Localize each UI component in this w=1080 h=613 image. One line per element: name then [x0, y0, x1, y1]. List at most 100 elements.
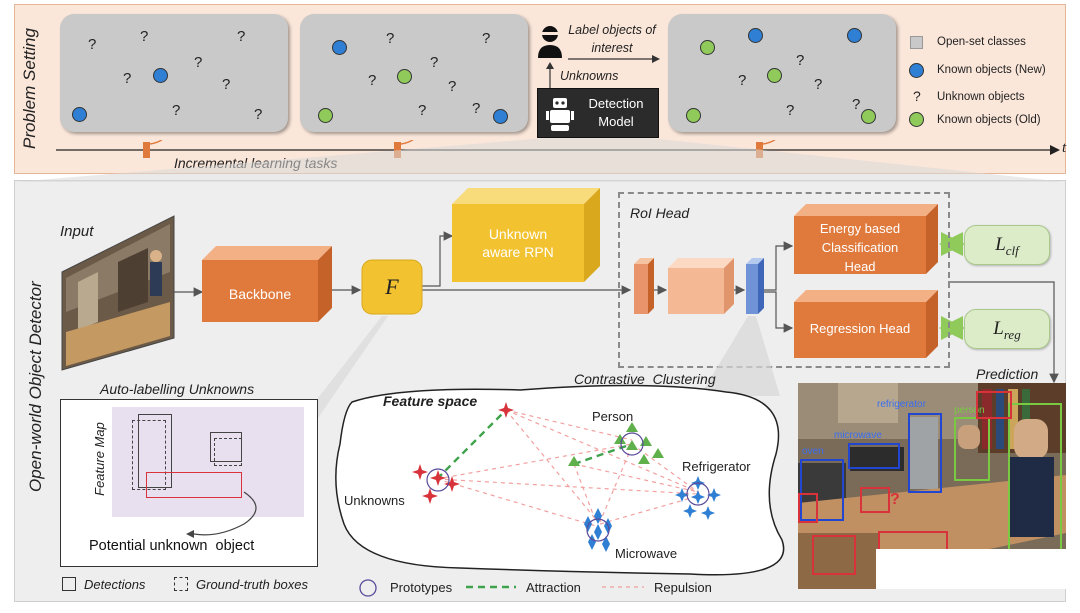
unknown-mark: ?	[254, 106, 263, 123]
roi-layer-1	[634, 258, 654, 314]
clustering-graph	[412, 402, 721, 552]
unknown-mark: ?	[172, 102, 181, 119]
unknown-mark: ?	[88, 36, 97, 53]
known-new-object	[748, 28, 763, 43]
known-old-object	[686, 108, 701, 123]
pred-box-person-1	[954, 417, 990, 481]
detection-box-1	[138, 414, 172, 488]
unknown-mark: ?	[194, 54, 203, 71]
prediction-image: refrigerator microwave oven person ?	[798, 383, 1066, 589]
annotator-icon	[538, 26, 562, 58]
f-box	[361, 259, 423, 315]
unknown-proposal-box	[146, 472, 242, 498]
loss-clf: Lclf	[964, 225, 1050, 265]
pred-box-unknown-3	[812, 535, 856, 575]
regression-head-label: Regression Head	[809, 321, 911, 336]
detections-legend: Detections	[84, 577, 146, 592]
feature-space-label: Feature space	[383, 393, 478, 409]
legend-known-new: Known objects (New)	[937, 64, 1046, 76]
cluster-label-unknowns: Unknowns	[344, 493, 405, 508]
classification-head-box	[794, 204, 938, 274]
auto-label-title: Auto-labelling Unknowns	[100, 381, 255, 397]
robot-icon	[546, 98, 574, 131]
backbone-box	[202, 246, 332, 322]
known-new-object	[72, 107, 87, 122]
attraction-legend-line	[466, 585, 516, 589]
detections-swatch	[62, 577, 76, 591]
roi-layer-3	[746, 258, 764, 314]
loss-reg: Lreg	[964, 309, 1050, 349]
gt-swatch	[174, 577, 188, 591]
unknown-mark: ?	[123, 70, 132, 87]
unknown-mark: ?	[140, 28, 149, 45]
legend-known-new-dot	[909, 63, 924, 78]
loss-reg-symbol: L	[993, 318, 1004, 339]
unknown-mark: ?	[482, 30, 491, 47]
backbone-label: Backbone	[228, 286, 292, 302]
feature-map-area	[112, 407, 304, 517]
cluster-label-microwave: Microwave	[615, 546, 678, 561]
input-image	[61, 215, 175, 371]
classification-head-label: Energy based Classification Head	[819, 221, 901, 274]
unknown-mark: ?	[237, 28, 246, 45]
pred-label-microwave: microwave	[834, 430, 882, 441]
pred-label-person-1: person	[954, 405, 985, 416]
clustering-title: Contrastive Clustering	[574, 371, 716, 387]
gt-legend: Ground-truth boxes	[196, 577, 309, 592]
roi-head-label: RoI Head	[630, 205, 690, 221]
input-label: Input	[60, 223, 94, 240]
unknown-mark: ?	[814, 76, 823, 93]
cluster-label-refrigerator: Refrigerator	[682, 459, 751, 474]
prototype-legend: Prototypes	[390, 580, 453, 595]
loss-clf-subscript: clf	[1005, 242, 1019, 258]
unknown-mark: ?	[448, 78, 457, 95]
task-panel-1: ? ? ? ? ? ? ? ?	[60, 14, 288, 132]
detection-model-box: Detection Model	[537, 88, 659, 138]
legend-open-set-swatch	[910, 36, 923, 49]
known-new-object	[332, 40, 347, 55]
pred-box-microwave	[848, 443, 900, 469]
unknowns-text: Unknowns	[560, 69, 619, 83]
f-label: F	[385, 274, 399, 299]
pred-box-oven	[800, 459, 844, 521]
loss-reg-subscript: reg	[1003, 326, 1021, 342]
unknown-mark: ?	[472, 100, 481, 117]
task-panel-3: ? ? ? ? ?	[668, 14, 896, 132]
prediction-label: Prediction	[976, 366, 1039, 382]
rpn-box	[452, 188, 600, 282]
gt-box-1	[132, 420, 166, 490]
pred-box-unknown-2	[860, 487, 890, 513]
unknown-mark: ?	[418, 102, 427, 119]
legend-open-set: Open-set classes	[937, 36, 1026, 48]
unknowns-up-arrow	[546, 62, 554, 88]
unknown-mark: ?	[796, 52, 805, 69]
task-panel-2: ? ? ? ? ? ? ?	[300, 14, 528, 132]
pred-corner-blank	[876, 549, 1066, 589]
known-old-object	[767, 68, 782, 83]
pred-label-refrigerator: refrigerator	[877, 399, 926, 410]
potential-arrow	[186, 491, 257, 538]
potential-unknown-text: Potential unknown object	[89, 538, 255, 554]
label-arrow	[568, 55, 660, 63]
timeline-t: t	[1062, 140, 1067, 156]
prototype-legend-icon	[359, 579, 377, 597]
pred-box-unknown-5	[798, 493, 818, 523]
pred-box-refrigerator	[908, 413, 942, 493]
regression-head-box	[794, 290, 938, 358]
unknown-mark: ?	[386, 30, 395, 47]
pred-label-oven: oven	[802, 446, 824, 457]
known-new-object	[153, 68, 168, 83]
pred-box-unknown-1	[976, 391, 1012, 419]
unknown-mark: ?	[222, 76, 231, 93]
loss-clf-symbol: L	[995, 234, 1006, 255]
attraction-legend: Attraction	[526, 580, 581, 595]
rpn-label: Unknown aware RPN	[482, 226, 554, 260]
known-old-object	[700, 40, 715, 55]
cluster-label-person: Person	[592, 409, 634, 424]
unknown-mark: ?	[786, 102, 795, 119]
legend-known-old-dot	[909, 112, 924, 127]
legend-known-old: Known objects (Old)	[937, 114, 1041, 126]
